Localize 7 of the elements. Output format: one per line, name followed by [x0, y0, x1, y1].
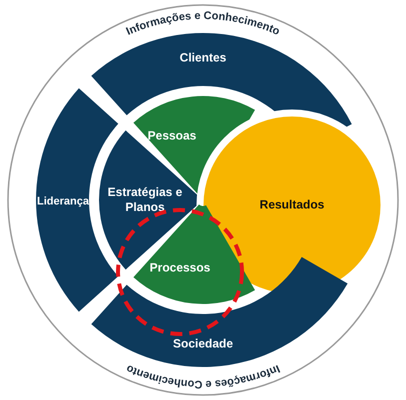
segment-label: Pessoas: [148, 128, 196, 144]
segment-label: Liderança: [37, 194, 89, 210]
segment-label: Estratégias e Planos: [106, 185, 184, 215]
segment-label: Resultados: [260, 198, 324, 212]
segment-label: Clientes: [180, 50, 226, 66]
segment-label: Processos: [150, 260, 210, 276]
segment-label: Sociedade: [172, 336, 234, 352]
